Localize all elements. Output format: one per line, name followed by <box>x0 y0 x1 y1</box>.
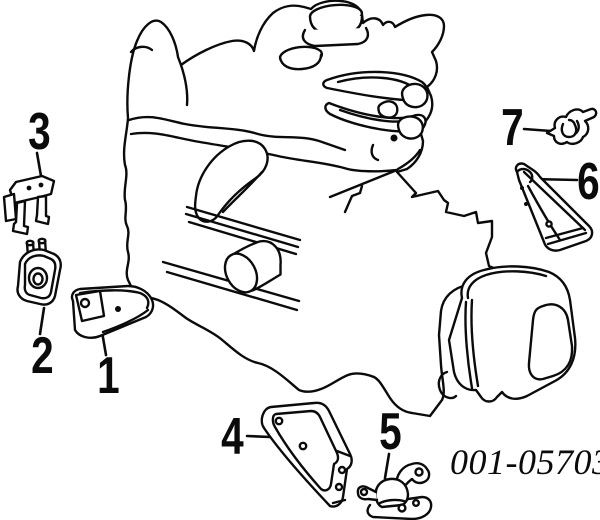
leader-line-3 <box>37 153 41 176</box>
part-4-drawing <box>262 403 352 507</box>
callout-7: 7 <box>501 99 524 157</box>
part-1-drawing <box>72 286 153 338</box>
callout-5: 5 <box>379 403 402 461</box>
part-3-drawing <box>4 176 54 234</box>
block-front-edge <box>181 65 187 105</box>
part-6-drawing <box>516 164 592 251</box>
intake-runners <box>323 72 427 160</box>
deck-line-lower <box>131 133 397 171</box>
callout-2: 2 <box>31 327 54 385</box>
bell-housing <box>439 266 575 401</box>
engine-illustration <box>124 1 575 416</box>
part-5-drawing <box>358 463 431 519</box>
cover-disc <box>279 45 323 69</box>
leader-line-7 <box>524 129 551 131</box>
block-detail-lines <box>330 150 420 212</box>
callout-3: 3 <box>28 103 51 161</box>
deck-line-upper <box>129 117 345 150</box>
part-2-drawing <box>17 239 60 305</box>
oil-filler-cap <box>303 3 368 46</box>
pulley-arc <box>131 47 152 52</box>
leader-line-5 <box>385 454 389 478</box>
boss-inner-line <box>223 172 262 212</box>
part-number: 001-05703 <box>450 442 600 482</box>
part-7-drawing <box>547 109 596 144</box>
callout-4: 4 <box>221 408 244 466</box>
oil-filter <box>219 241 281 298</box>
leader-line-4 <box>247 436 270 437</box>
callout-6: 6 <box>577 153 600 211</box>
leader-line-2 <box>40 308 44 334</box>
callout-1: 1 <box>97 347 120 405</box>
